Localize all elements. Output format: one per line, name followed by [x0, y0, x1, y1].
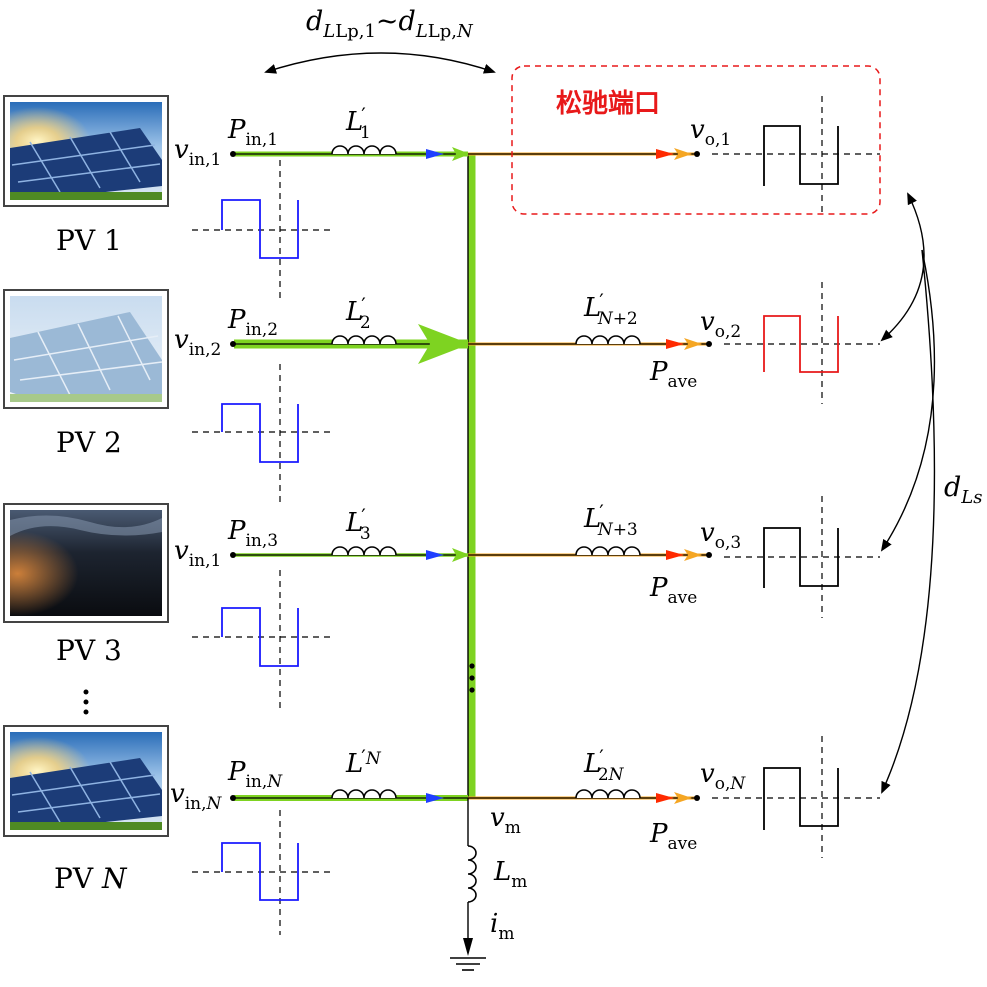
pv-panel-n-image — [3, 725, 169, 837]
output-power-label-2: Pave — [649, 357, 697, 392]
output-waveform-n — [712, 736, 880, 858]
output-branch-2 — [468, 335, 712, 350]
input-inductor-label-n: L′N — [345, 745, 382, 779]
input-branch-2 — [230, 324, 470, 364]
output-inductor-label-2: L′N+2 — [583, 289, 638, 329]
input-voltage-label-2: vin,2 — [174, 325, 221, 360]
delay-arcs-right — [880, 192, 936, 794]
input-waveform-2 — [192, 364, 334, 502]
input-inductor-label-2: L′2 — [345, 293, 371, 333]
pv-panel-3-image — [3, 503, 169, 623]
pv-panel-2-image — [3, 289, 169, 409]
output-branch-3 — [468, 546, 712, 561]
input-waveform-n — [192, 810, 334, 935]
input-power-label-3: Pin,3 — [227, 516, 278, 551]
input-inductor-label-1: L′1 — [345, 103, 371, 143]
bus-ellipsis — [469, 663, 475, 693]
input-inductor-label-3: L′3 — [345, 504, 371, 544]
output-voltage-label-2: vo,2 — [700, 307, 741, 342]
output-power-label-n: Pave — [649, 819, 697, 854]
relax-port-label: 松驰端口 — [556, 89, 660, 119]
input-branch-n — [230, 789, 468, 803]
pv-panel-1-image — [3, 95, 169, 207]
output-inductor-label-n: L′2N — [583, 745, 625, 785]
magnetizing-current-label: im — [490, 909, 514, 944]
output-waveform-3 — [724, 496, 880, 618]
pv-label-n: PV N — [54, 862, 128, 895]
input-waveform-3 — [192, 570, 334, 708]
delay-right-label: dLs — [944, 472, 983, 508]
output-waveform-2 — [724, 282, 880, 404]
input-voltage-label-1: vin,1 — [174, 135, 221, 170]
magnetizing-branch — [450, 798, 486, 971]
output-voltage-label-n: vo,N — [700, 759, 746, 794]
output-voltage-label-3: vo,3 — [700, 518, 741, 553]
output-branch-n — [468, 789, 700, 804]
delay-top-label: dLLp,1~dLLp,N — [306, 6, 474, 42]
input-branch-3 — [230, 546, 470, 562]
output-voltage-label-1: vo,1 — [690, 115, 731, 150]
magnetizing-inductor-label: Lm — [493, 857, 527, 892]
pv-label-1: PV 1 — [56, 224, 122, 257]
pv-label-3: PV 3 — [56, 634, 122, 667]
delay-arc-top — [264, 52, 496, 74]
input-waveform-1 — [192, 160, 334, 300]
output-waveform-1 — [712, 96, 880, 214]
input-voltage-label-3: vin,1 — [174, 536, 221, 571]
input-power-label-1: Pin,1 — [227, 115, 278, 150]
output-power-label-3: Pave — [649, 573, 697, 608]
input-voltage-label-n: vin,N — [170, 779, 223, 814]
input-power-label-n: Pin,N — [227, 757, 283, 792]
magnetizing-voltage-label: vm — [490, 803, 521, 838]
vertical-ellipsis-pv — [83, 689, 89, 715]
output-branch-1 — [468, 148, 700, 160]
input-power-label-2: Pin,2 — [227, 305, 278, 340]
pv-label-2: PV 2 — [56, 426, 122, 459]
input-branch-1 — [230, 145, 470, 161]
output-inductor-label-3: L′N+3 — [583, 500, 638, 540]
